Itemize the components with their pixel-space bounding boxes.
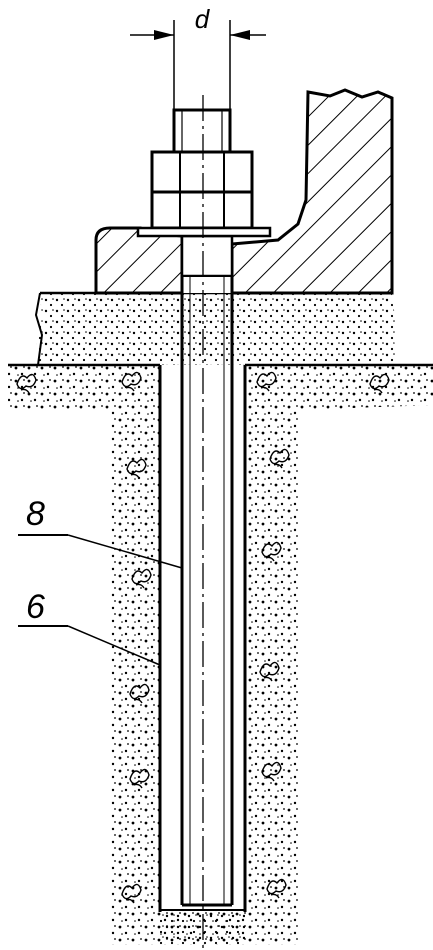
aggregate-stone [16,373,37,394]
callout-8-text: 8 [26,495,45,533]
aggregate-stone [129,683,150,704]
aggregate-stone [261,541,282,562]
aggregate-stone [121,371,142,392]
aggregate-stone [131,568,152,589]
aggregate-stone [256,371,277,392]
grout-pad [34,291,398,366]
aggregate-stone [259,661,280,682]
dimension-d: d [130,4,266,110]
callout-6: 6 [18,588,161,666]
anchor-bolt [136,95,272,950]
aggregate-stone [269,448,290,469]
aggregate-stone [121,883,142,904]
dimension-label: d [195,4,211,34]
aggregate-stone [261,761,282,782]
dimension-arrow-right-icon [230,30,250,40]
aggregate-stone [129,768,150,789]
aggregate-stone [369,373,390,394]
dimension-arrow-left-icon [154,30,174,40]
callout-6-text: 6 [26,588,45,626]
callout-8: 8 [18,495,183,569]
aggregate-stones [16,371,390,904]
aggregate-stone [266,878,287,899]
aggregate-stone [126,458,147,479]
